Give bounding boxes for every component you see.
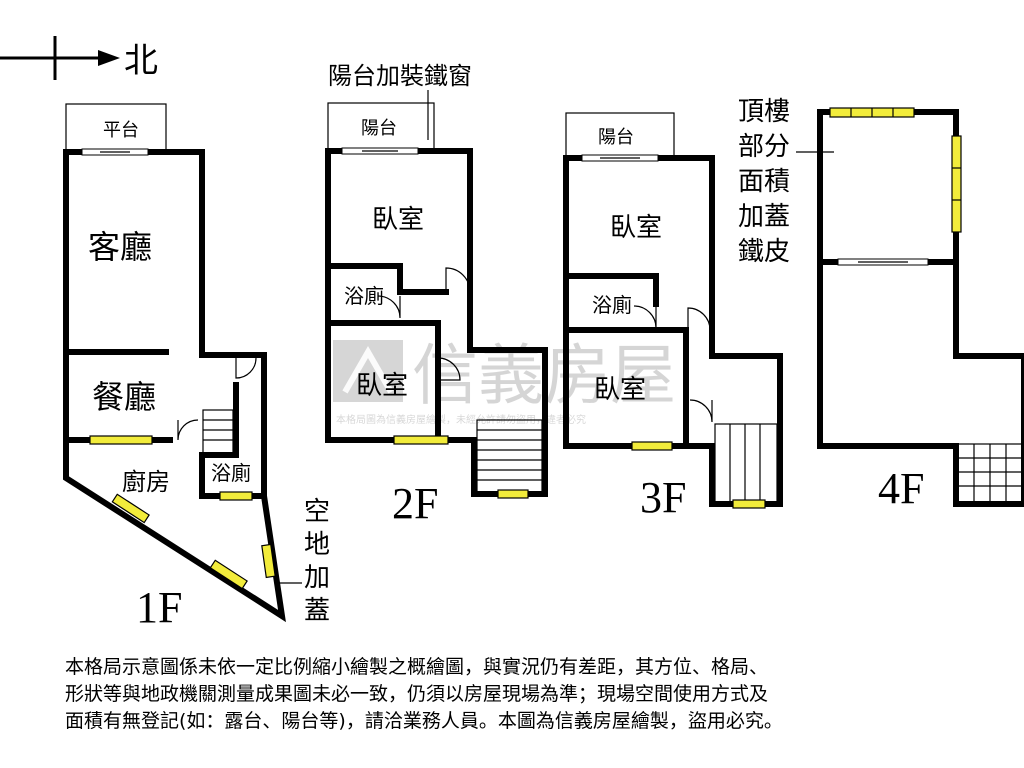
disclaimer-line: 本格局示意圖係未依一定比例縮小繪製之概繪圖，與實況仍有差距，其方位、格局、 — [65, 656, 769, 678]
note-char: 空 — [304, 497, 330, 527]
floor-1-label: 1F — [136, 583, 182, 632]
window — [261, 543, 276, 579]
stairs-4f — [957, 443, 1023, 503]
floor-2-plan: 陽台加裝鐵窗 陽台 臥室 浴 — [325, 62, 548, 528]
window — [89, 435, 153, 445]
bedroom-label: 臥室 — [610, 213, 662, 243]
window — [631, 441, 673, 451]
note-line: 鐵皮 — [738, 237, 790, 267]
floor-4-note: 頂樓 部分 面積 加蓋 鐵皮 — [738, 97, 834, 267]
floor-2-note: 陽台加裝鐵窗 — [328, 62, 472, 90]
note-line: 面積 — [738, 167, 790, 197]
watermark-logo-icon — [333, 340, 403, 402]
disclaimer-text: 本格局示意圖係未依一定比例縮小繪製之概繪圖，與實況仍有差距，其方位、格局、 形狀… — [65, 654, 995, 735]
bathroom-label: 浴廁 — [344, 284, 384, 308]
north-arrow: 北 — [0, 36, 158, 81]
disclaimer-line: 形狀等與地政機關測量成果圖未必一致，仍須以房屋現場為準；現場空間使用方式及 — [65, 683, 769, 705]
window — [951, 135, 962, 233]
floor-4-label: 4F — [878, 464, 924, 513]
bedroom-label: 臥室 — [372, 205, 424, 235]
floor-3-plan: 陽台 臥室 浴廁 臥室 3F — [563, 112, 783, 522]
bathroom-label: 浴廁 — [592, 293, 632, 317]
watermark-notice: 本格局圖為信義房屋繪製，未經允許請勿盜用，違者必究 — [336, 413, 586, 426]
balcony-label: 陽台 — [598, 127, 634, 148]
stairs-1f — [202, 409, 234, 455]
dining-room-label: 餐廳 — [92, 378, 156, 416]
living-room-label: 客廳 — [88, 228, 152, 266]
kitchen-label: 廚房 — [122, 468, 170, 496]
note-char: 地 — [304, 530, 330, 560]
note-char: 加 — [304, 563, 330, 593]
window — [209, 559, 248, 590]
floor-1-note: 空 地 加 蓋 — [278, 497, 330, 626]
window — [497, 489, 529, 499]
window — [219, 491, 253, 501]
floor-1-plan: 平台 客廳 餐廳 廚房 浴廁 — [63, 103, 330, 632]
stairs-3f — [714, 423, 778, 503]
balcony-label: 陽台 — [361, 118, 397, 139]
terrace-label: 平台 — [103, 120, 139, 141]
window — [111, 493, 150, 524]
stairs-2f — [476, 419, 543, 493]
note-line: 加蓋 — [738, 202, 790, 232]
window — [393, 435, 449, 445]
note-line: 部分 — [738, 132, 790, 162]
note-char: 蓋 — [304, 596, 330, 626]
floor-4-plan: 頂樓 部分 面積 加蓋 鐵皮 4F — [738, 97, 1024, 513]
floor-2-label: 2F — [392, 479, 438, 528]
note-line: 頂樓 — [738, 97, 790, 127]
bathroom-label: 浴廁 — [211, 461, 251, 485]
north-label: 北 — [124, 41, 158, 81]
floor-3-label: 3F — [640, 473, 686, 522]
window — [732, 499, 766, 509]
disclaimer-line: 面積有無登記(如：露台、陽台等)，請洽業務人員。本圖為信義房屋繪製，盜用必究。 — [65, 710, 783, 732]
bedroom-label: 臥室 — [356, 371, 408, 401]
bedroom-label: 臥室 — [594, 375, 646, 405]
